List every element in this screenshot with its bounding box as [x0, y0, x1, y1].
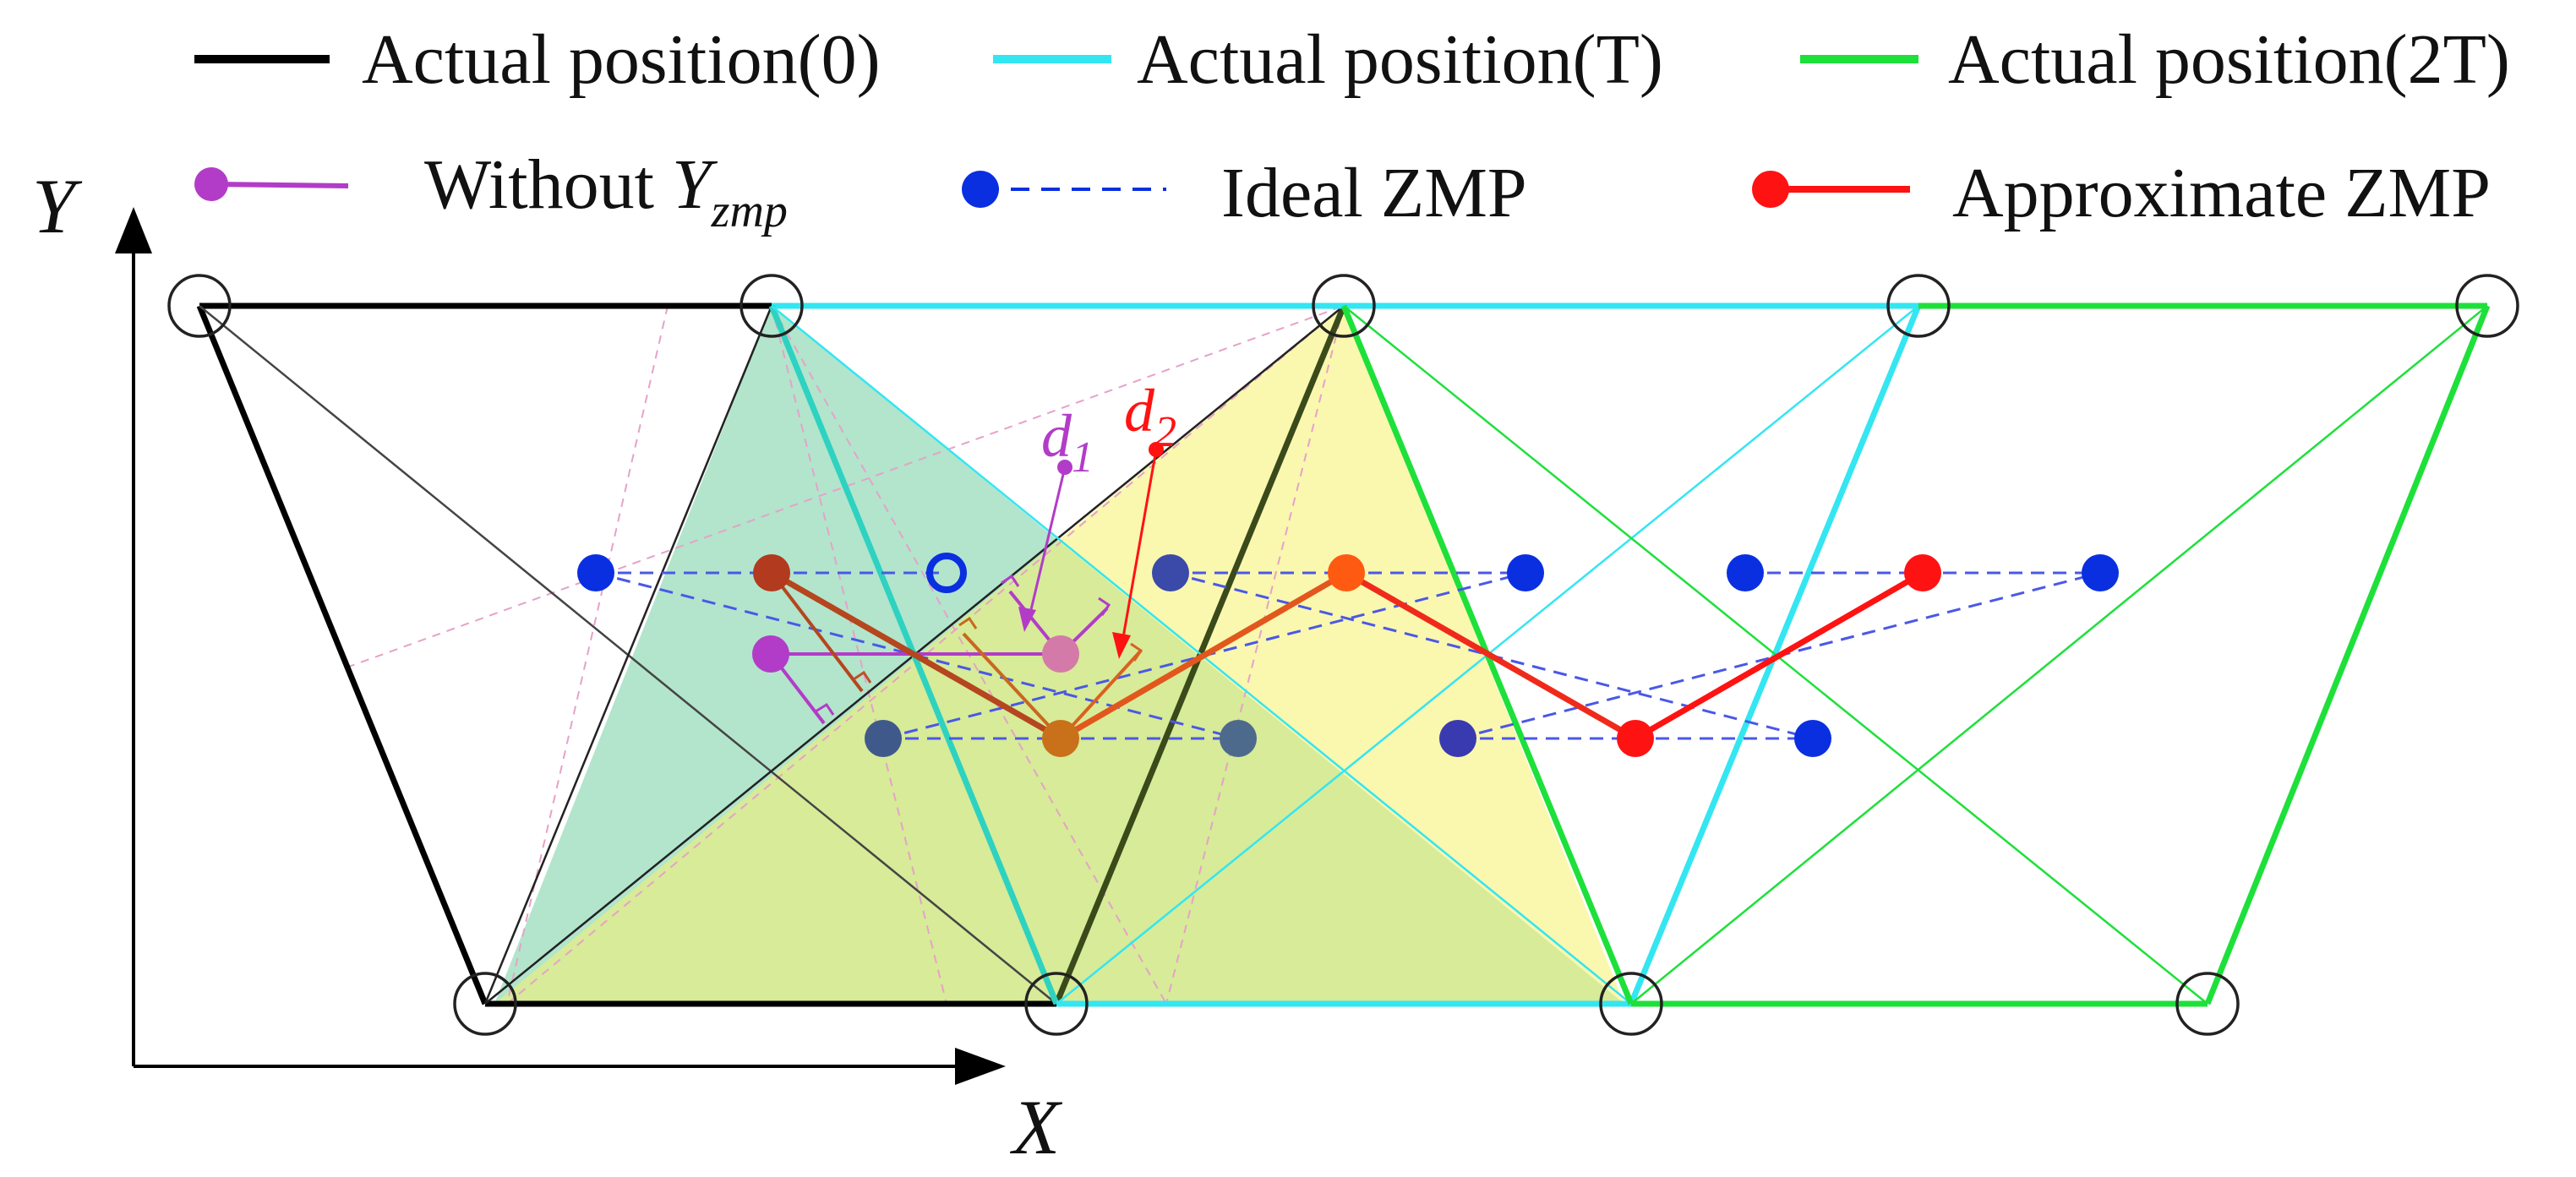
- d2-anchor-dot: [1149, 442, 1164, 457]
- legend-without-var: Y: [672, 145, 718, 224]
- approx-zmp-point: [1328, 554, 1365, 591]
- right-angle-marker: [853, 670, 872, 684]
- ideal-zmp-point: [1727, 554, 1764, 591]
- legend-label-actual2T: Actual position(2T): [1948, 20, 2510, 99]
- foot-contact: [453, 972, 517, 1036]
- right-angle-marker: [1001, 574, 1020, 587]
- ideal-zmp-point: [1794, 720, 1831, 757]
- right-angle-marker: [1098, 597, 1111, 616]
- right-angle-marker: [815, 702, 835, 716]
- legend-label-approx: Approximate ZMP: [1952, 154, 2491, 232]
- ideal-zmp-point: [1439, 720, 1476, 757]
- frame-edge: [196, 304, 488, 1005]
- legend-without-prefix: Without: [424, 145, 672, 224]
- foot-contact: [740, 274, 804, 338]
- ideal-zmp-point: [1507, 554, 1544, 591]
- d2-sub: 2: [1154, 408, 1176, 456]
- y-axis-arrowhead: [115, 207, 152, 253]
- x-axis-arrowhead: [955, 1048, 1006, 1085]
- without-yzmp-points: [752, 635, 1079, 673]
- legend-without-sub: zmp: [711, 185, 788, 237]
- right-angle-marker: [958, 616, 978, 629]
- foot-contact: [2455, 274, 2519, 338]
- d2-pointer: [1121, 449, 1158, 643]
- approx-zmp-perp: [770, 571, 864, 693]
- y-axis-label: Y: [32, 163, 83, 249]
- legend-label-actualT: Actual position(T): [1137, 20, 1663, 99]
- approx-zmp-path: [770, 569, 1062, 742]
- approx-zmp-point: [1042, 720, 1079, 757]
- approx-zmp-point: [753, 554, 790, 591]
- distance-annotations: d1 d2: [1018, 377, 1176, 659]
- legend-marker-approx: [1752, 171, 1789, 208]
- legend-label-without: Without Yzmp: [424, 145, 788, 237]
- ideal-zmp-points: [577, 553, 2119, 757]
- d2-arrowhead: [1112, 632, 1131, 659]
- ideal-zmp-point: [2082, 554, 2119, 591]
- d2-var: d: [1124, 377, 1155, 444]
- foot-contact: [1599, 972, 1663, 1036]
- approx-zmp-point: [1904, 554, 1941, 591]
- right-angle-markers: [815, 574, 1143, 716]
- approx-zmp-point: [1617, 720, 1654, 757]
- approx-zmp: [770, 569, 1924, 742]
- foot-contacts: [167, 274, 2519, 1036]
- axes: Y X: [32, 163, 1063, 1170]
- approx-zmp-path: [1634, 569, 1924, 742]
- foot-contact: [1886, 274, 1951, 338]
- legend-label-ideal: Ideal ZMP: [1221, 154, 1527, 232]
- approx-zmp-perp: [1059, 649, 1143, 740]
- legend-marker-without: [194, 167, 228, 201]
- frame-diagonal: [1630, 305, 2488, 1005]
- construction-line: [346, 305, 1345, 668]
- d1-anchor-dot: [1057, 460, 1072, 475]
- legend: Actual position(0) Actual position(T) Ac…: [194, 20, 2510, 237]
- construction-line: [1165, 305, 1345, 1005]
- approx-zmp-path: [1345, 569, 1637, 742]
- legend-marker-ideal: [962, 171, 999, 208]
- frame-diagonal: [483, 305, 773, 1005]
- foot-contact: [167, 274, 232, 338]
- construction-line: [771, 305, 947, 1005]
- d1-arrowhead: [1018, 607, 1036, 632]
- d1-sub: 1: [1072, 433, 1094, 482]
- ideal-zmp-point: [577, 554, 614, 591]
- foot-contact: [1312, 274, 1376, 338]
- d1-var: d: [1041, 402, 1072, 470]
- legend-label-actual0: Actual position(0): [362, 20, 881, 99]
- d1-pointer: [1028, 466, 1067, 618]
- ideal-zmp-point: [1152, 554, 1189, 591]
- without-point: [752, 635, 789, 673]
- legend-swatch-without: [210, 182, 349, 188]
- foot-contact: [1024, 972, 1089, 1036]
- right-angle-marker: [1130, 642, 1143, 662]
- ideal-zmp-point: [1220, 720, 1257, 757]
- approx-zmp-perp: [962, 632, 1062, 740]
- frame-edge: [2204, 304, 2491, 1005]
- without-point: [1042, 635, 1079, 673]
- d1-label: d1: [1041, 402, 1094, 482]
- x-axis-label: X: [1009, 1084, 1063, 1170]
- foot-contact: [2175, 972, 2240, 1036]
- approx-zmp-points: [753, 554, 1941, 757]
- approx-zmp-path: [1059, 569, 1348, 742]
- d2-label: d2: [1124, 377, 1176, 456]
- ideal-zmp-point: [865, 720, 902, 757]
- ideal-zmp-point-hollow: [926, 553, 967, 593]
